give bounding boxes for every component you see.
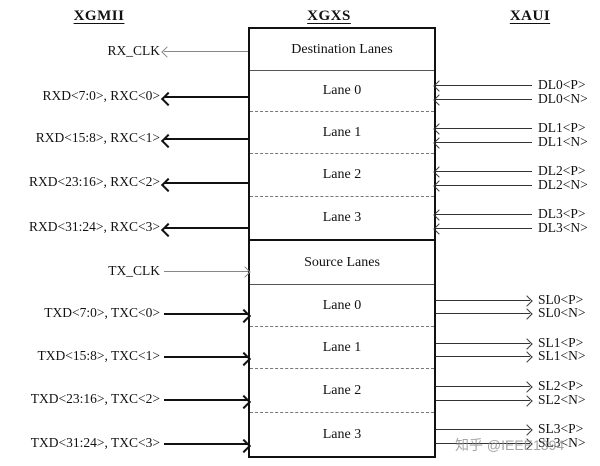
rxd0-arrow [160,91,248,107]
dl3n-label: DL3<N> [538,220,588,235]
rxd0-label: RXD<7:0>, RXC<0> [42,88,160,103]
txd1-label: TXD<15:8>, TXC<1> [37,348,160,363]
arrowhead-right-icon [521,308,533,320]
sl1p-label: SL1<P> [538,335,584,350]
source-lanes-header: Source Lanes [250,241,434,285]
sl3p-label: SL3<P> [538,421,584,436]
arrowhead-left-icon [160,222,176,238]
source-lane-0: Lane 0 [250,285,434,327]
dl2n-arrow [433,180,532,192]
txd0-label: TXD<7:0>, TXC<0> [44,305,160,320]
dl0n-arrow [433,94,532,106]
dl2p-label: DL2<P> [538,163,586,178]
dl3p-label: DL3<P> [538,206,586,221]
arrowhead-left-icon [160,91,176,107]
sl1n-label: SL1<N> [538,348,586,363]
xgxs-box: Destination Lanes Lane 0 Lane 1 Lane 2 L… [248,27,436,458]
txd2-label: TXD<23:16>, TXC<2> [30,391,160,406]
rxd2-arrow [160,177,248,193]
source-lane-3: Lane 3 [322,426,362,442]
sl2p-arrow [436,381,533,393]
txd1-arrow [164,351,252,367]
sl3p-arrow [436,424,533,436]
source-lane-1: Lane 1 [250,327,434,369]
rx-clk-arrow [161,46,248,58]
dl0n-label: DL0<N> [538,91,588,106]
rxd3-arrow [160,222,248,238]
dl2n-label: DL2<N> [538,177,588,192]
txd0-arrow [164,308,252,324]
destination-lane-3: Lane 3 [250,197,434,241]
txd3-label: TXD<31:24>, TXC<3> [30,435,160,450]
sl0p-arrow [436,295,533,307]
rxd3-label: RXD<31:24>, RXC<3> [29,219,160,234]
dl3p-arrow [433,209,532,221]
dl3n-arrow [433,223,532,235]
rx-clk-label: RX_CLK [107,43,160,58]
sl3n-label: SL3<N> [538,435,586,450]
arrowhead-right-icon [521,295,533,307]
dl2p-arrow [433,166,532,178]
source-lane-2: Lane 2 [250,369,434,413]
destination-lane-2: Lane 2 [250,154,434,197]
dl1n-arrow [433,137,532,149]
destination-lane-0: Lane 0 [250,71,434,112]
rxd1-arrow [160,133,248,149]
sl2n-arrow [436,395,533,407]
sl2p-label: SL2<P> [538,378,584,393]
zhihu-watermark: 知乎 @IEEE1394 [455,437,565,453]
arrowhead-right-icon [521,395,533,407]
sl3n-arrow [436,438,533,450]
destination-lane-1: Lane 1 [250,112,434,154]
destination-lanes-header: Destination Lanes [250,29,434,71]
xgxs-title: XGXS [307,8,351,24]
sl0n-arrow [436,308,533,320]
dl1n-label: DL1<N> [538,134,588,149]
arrowhead-right-icon [521,381,533,393]
arrowhead-right-icon [521,424,533,436]
rxd1-label: RXD<15:8>, RXC<1> [35,130,160,145]
arrowhead-left-icon [161,46,173,58]
xgmii-title: XGMII [73,8,125,24]
sl2n-label: SL2<N> [538,392,586,407]
dl0p-arrow [433,80,532,92]
arrowhead-left-icon [160,133,176,149]
dl1p-label: DL1<P> [538,120,586,135]
arrowhead-right-icon [521,351,533,363]
txd2-arrow [164,394,252,410]
sl1p-arrow [436,338,533,350]
sl0n-label: SL0<N> [538,305,586,320]
rxd2-label: RXD<23:16>, RXC<2> [29,174,160,189]
tx-clk-label: TX_CLK [108,263,160,278]
dl1p-arrow [433,123,532,135]
tx-clk-arrow [164,266,251,278]
sl1n-arrow [436,351,533,363]
arrowhead-right-icon [521,338,533,350]
sl0p-label: SL0<P> [538,292,584,307]
arrowhead-left-icon [160,177,176,193]
txd3-arrow [164,438,252,454]
xaui-title: XAUI [509,8,551,24]
dl0p-label: DL0<P> [538,77,586,92]
